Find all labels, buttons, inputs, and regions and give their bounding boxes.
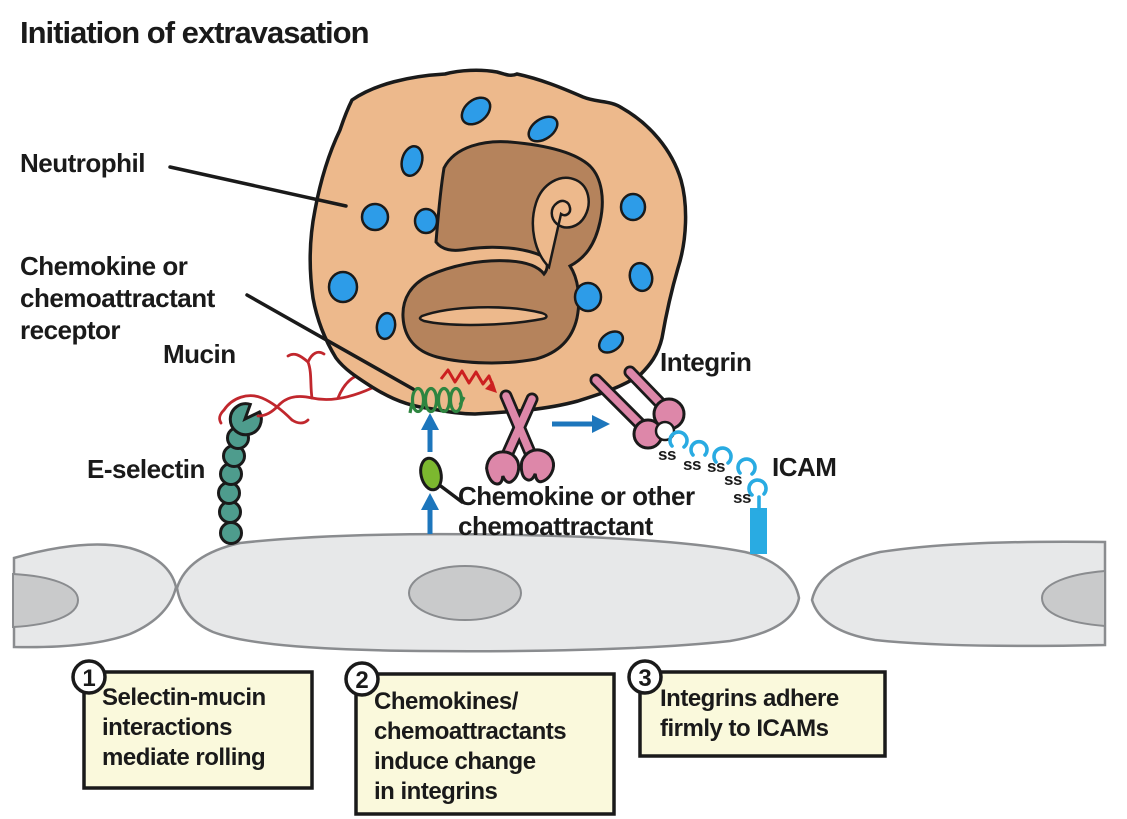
figure-title: Initiation of extravasation xyxy=(20,15,369,50)
step-3-line2: firmly to ICAMs xyxy=(660,715,829,742)
chemokine-receptor-coil xyxy=(408,386,466,414)
chemokine-molecule xyxy=(419,456,464,504)
e-selectin-molecule xyxy=(217,402,263,545)
icam-transmembrane-anchor xyxy=(750,508,767,554)
integrin-foot xyxy=(519,448,555,484)
integrin-foot xyxy=(485,450,521,486)
endothelial-nucleus-left xyxy=(12,572,80,629)
ss-label: ss xyxy=(707,457,725,476)
endothelial-nucleus-middle xyxy=(408,565,522,621)
ss-label: ss xyxy=(658,445,676,464)
ss-label: ss xyxy=(683,455,701,474)
endothelium-layer xyxy=(12,532,1107,653)
endothelial-cell-left xyxy=(12,543,178,649)
step-2-line1: Chemokines/ xyxy=(374,688,519,715)
step-3-line1: Integrins adhere xyxy=(660,685,839,712)
step-2-line2: chemoattractants xyxy=(374,718,566,745)
step-2-line3: induce change xyxy=(374,748,536,775)
receptor-label-line3: receptor xyxy=(20,315,120,345)
chemokine-pointer-line xyxy=(436,482,464,504)
icam-molecule xyxy=(668,430,768,511)
nucleus-fold-slot xyxy=(418,306,548,327)
mucin-label: Mucin xyxy=(163,339,236,369)
receptor-label-line1: Chemokine or xyxy=(20,251,188,281)
icam-label: ICAM xyxy=(772,452,836,482)
step-1-number: 1 xyxy=(82,665,95,692)
disulfide-bond-labels: ss ss ss ss ss xyxy=(658,445,751,507)
selectin-domain xyxy=(219,521,243,545)
chemoattractant-label-line1: Chemokine or other xyxy=(458,481,695,511)
step-3-box: Integrins adhere firmly to ICAMs 3 xyxy=(627,659,887,758)
step-2-number-circle xyxy=(344,661,380,697)
activation-signal-zigzag xyxy=(439,368,497,393)
chemokine-signal-arrow-upper xyxy=(421,413,439,452)
step-1-line1: Selectin-mucin xyxy=(102,684,266,711)
step-1-box: Selectin-mucin interactions mediate roll… xyxy=(71,659,314,790)
chemoattractant-label-line2: chemoattractant xyxy=(458,511,654,541)
neutrophil-label: Neutrophil xyxy=(20,148,145,178)
step-1-line3: mediate rolling xyxy=(102,744,265,771)
receptor-pointer-line xyxy=(245,293,415,391)
ss-label: ss xyxy=(724,470,742,489)
neutrophil-pointer-line xyxy=(168,165,348,208)
integrin-extended xyxy=(589,365,686,450)
step-2-number: 2 xyxy=(355,667,368,694)
step-3-number: 3 xyxy=(638,665,651,692)
chemokine-signal-arrow-lower xyxy=(421,493,439,534)
granules xyxy=(327,96,654,354)
integrin-label: Integrin xyxy=(660,347,751,377)
endothelial-nucleus-right xyxy=(1040,569,1106,628)
integrin-change-arrow xyxy=(552,415,610,433)
step-2-line4: in integrins xyxy=(374,778,497,805)
neutrophil-cell xyxy=(308,68,688,416)
nucleus-fold-hook xyxy=(531,176,590,270)
ss-label: ss xyxy=(733,488,751,507)
step-1-number-circle xyxy=(71,659,107,695)
step-2-box: Chemokines/ chemoattractants induce chan… xyxy=(344,661,616,816)
selectin-lectin-head xyxy=(228,402,263,437)
step-1-line2: interactions xyxy=(102,714,232,741)
receptor-label-line2: chemoattractant xyxy=(20,283,216,313)
integrin-bent xyxy=(485,389,555,486)
e-selectin-label: E-selectin xyxy=(87,454,205,484)
step-3-number-circle xyxy=(627,659,663,695)
